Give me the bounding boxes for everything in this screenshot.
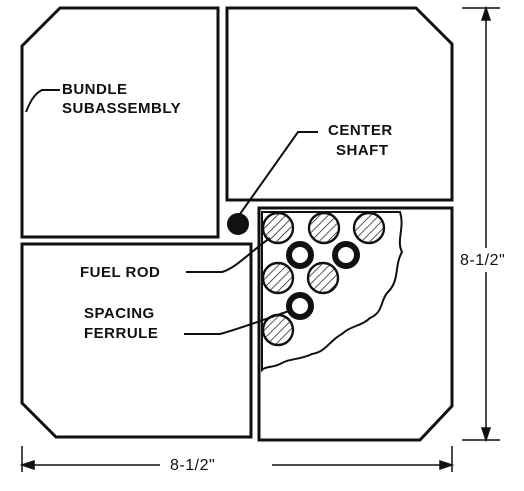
leader-bundle-subassembly — [25, 89, 60, 113]
center-shaft — [227, 213, 249, 235]
dimension-arrow-right — [439, 459, 455, 471]
leader-center-shaft — [239, 131, 318, 215]
label-spacing-line1: SPACING — [84, 305, 155, 322]
bundle-top-left — [20, 6, 220, 239]
label-bundle-line2: SUBASSEMBLY — [62, 100, 181, 117]
label-dimension-vertical: 8-1/2" — [460, 252, 505, 269]
spacing-ferrule — [286, 241, 314, 269]
fuel-rod — [306, 261, 340, 295]
fuel-rod — [307, 211, 341, 245]
spacing-ferrule — [286, 292, 314, 320]
label-spacing-line2: FERRULE — [84, 325, 158, 342]
label-center-line2: SHAFT — [336, 142, 389, 159]
spacing-ferrule — [332, 241, 360, 269]
dimension-arrow-up — [480, 5, 492, 21]
label-center-line1: CENTER — [328, 122, 393, 139]
fuel-rod — [261, 211, 295, 245]
bundle-top-right — [225, 6, 454, 202]
bundle-bottom-left — [20, 242, 253, 439]
leader-fuel-rod — [186, 237, 271, 273]
label-fuel-rod: FUEL ROD — [80, 264, 160, 281]
leader-spacing-ferrule — [184, 309, 293, 335]
label-dimension-horizontal: 8-1/2" — [170, 457, 215, 474]
fuel-rod — [261, 261, 295, 295]
cutaway-break-line — [261, 211, 404, 373]
fuel-rod — [352, 211, 386, 245]
label-bundle-line1: BUNDLE — [62, 81, 128, 98]
bundle-bottom-right — [257, 206, 454, 442]
dimension-arrow-left — [19, 459, 35, 471]
dimension-arrow-down — [480, 427, 492, 443]
